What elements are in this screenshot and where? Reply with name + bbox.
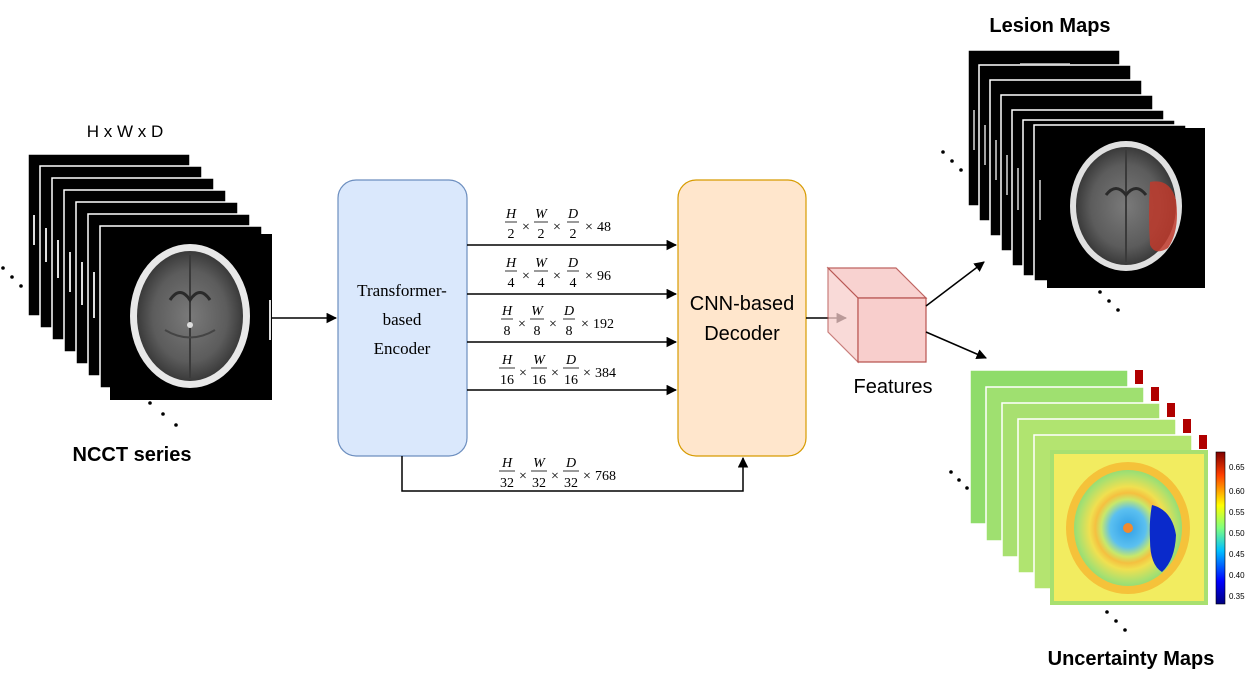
svg-text:48: 48 <box>597 220 611 235</box>
skip-label-5: H 32 × W 32 × D 32 × 768 <box>499 456 616 491</box>
svg-text:W: W <box>531 304 544 319</box>
colorbar-tick: 0.50 <box>1229 529 1245 538</box>
svg-text:W: W <box>533 456 546 471</box>
svg-text:×: × <box>522 269 530 284</box>
svg-text:D: D <box>565 456 576 471</box>
features-cube <box>826 266 928 364</box>
svg-text:192: 192 <box>593 317 614 332</box>
svg-text:8: 8 <box>566 324 573 339</box>
ncct-slice-front <box>110 234 272 400</box>
svg-text:D: D <box>565 353 576 368</box>
svg-text:×: × <box>581 317 589 332</box>
svg-text:16: 16 <box>500 373 514 388</box>
svg-text:W: W <box>533 353 546 368</box>
ncct-series-stack <box>27 153 272 400</box>
features-to-uncertainty-arrow <box>925 331 987 360</box>
skip-label-3: H 8 × W 8 × D 8 × 192 <box>501 304 614 339</box>
svg-text:×: × <box>519 366 527 381</box>
svg-text:×: × <box>522 220 530 235</box>
svg-text:96: 96 <box>597 269 611 284</box>
lesion-ellipsis-bottom <box>1098 290 1120 312</box>
svg-text:2: 2 <box>570 227 577 242</box>
lesion-region <box>1149 181 1177 252</box>
svg-text:8: 8 <box>534 324 541 339</box>
svg-text:4: 4 <box>570 276 577 291</box>
svg-text:H: H <box>501 304 513 319</box>
ncct-series-caption: NCCT series <box>73 444 192 466</box>
svg-text:4: 4 <box>508 276 515 291</box>
lesion-ellipsis-left <box>941 150 963 172</box>
svg-text:×: × <box>519 469 527 484</box>
lesion-slice-edges <box>973 63 1070 220</box>
encoder-label-line2: based <box>383 310 422 329</box>
svg-text:D: D <box>563 304 574 319</box>
decoder-label-line1: CNN-based <box>690 293 794 315</box>
uncertainty-slice-front <box>1050 450 1208 605</box>
ncct-ellipsis-left <box>1 266 23 288</box>
cnn-decoder-block: CNN-based Decoder <box>677 179 807 457</box>
svg-text:D: D <box>567 256 578 271</box>
svg-text:×: × <box>553 220 561 235</box>
svg-text:32: 32 <box>564 476 578 491</box>
uncertainty-maps-title: Uncertainty Maps <box>1048 648 1215 670</box>
svg-text:×: × <box>518 317 526 332</box>
svg-text:H: H <box>505 207 517 222</box>
encoder-label-line1: Transformer- <box>357 281 447 300</box>
bottleneck-arrow <box>401 456 749 492</box>
svg-text:H: H <box>501 456 513 471</box>
colorbar-tick: 0.45 <box>1229 550 1245 559</box>
skip-label-1: H 2 × W 2 × D 2 × 48 <box>505 207 611 242</box>
colorbar-tick: 0.65 <box>1229 463 1245 472</box>
skip-label-2: H 4 × W 4 × D 4 × 96 <box>505 256 611 291</box>
transformer-encoder-block: Transformer- based Encoder <box>337 179 468 457</box>
decoder-label-line2: Decoder <box>704 323 780 345</box>
svg-text:16: 16 <box>564 373 578 388</box>
svg-text:W: W <box>535 256 548 271</box>
uncertainty-ellipsis-bottom <box>1105 610 1127 632</box>
uncertainty-colorbar: 0.65 0.60 0.55 0.50 0.45 0.40 0.35 <box>1215 451 1245 605</box>
input-dims-label: H x W x D <box>87 122 164 141</box>
skip-label-4: H 16 × W 16 × D 16 × 384 <box>499 353 616 388</box>
svg-text:×: × <box>585 220 593 235</box>
slice-edge-highlights <box>33 215 271 340</box>
colorbar-tick: 0.55 <box>1229 508 1245 517</box>
colorbar-tick: 0.35 <box>1229 592 1245 601</box>
svg-text:8: 8 <box>504 324 511 339</box>
svg-text:×: × <box>583 366 591 381</box>
lesion-slice-front <box>1047 128 1205 288</box>
svg-text:H: H <box>501 353 513 368</box>
svg-text:32: 32 <box>500 476 514 491</box>
colorbar-tick: 0.40 <box>1229 571 1245 580</box>
ncct-ellipsis-bottom <box>148 401 178 427</box>
lesion-maps-title: Lesion Maps <box>989 15 1110 37</box>
uncertainty-ellipsis-left <box>949 470 969 490</box>
svg-text:32: 32 <box>532 476 546 491</box>
svg-text:2: 2 <box>538 227 545 242</box>
svg-text:768: 768 <box>595 469 616 484</box>
features-to-lesion-arrow <box>925 261 985 307</box>
svg-text:×: × <box>549 317 557 332</box>
colorbar-tick: 0.60 <box>1229 487 1245 496</box>
svg-text:×: × <box>583 469 591 484</box>
svg-text:D: D <box>567 207 578 222</box>
lesion-maps-stack <box>967 49 1205 288</box>
svg-text:W: W <box>535 207 548 222</box>
svg-text:16: 16 <box>532 373 546 388</box>
svg-text:4: 4 <box>538 276 545 291</box>
svg-text:×: × <box>551 469 559 484</box>
svg-text:×: × <box>551 366 559 381</box>
skip-connections <box>401 239 749 492</box>
features-label: Features <box>854 376 933 398</box>
uncertainty-maps-stack <box>969 369 1208 605</box>
svg-text:×: × <box>553 269 561 284</box>
svg-text:2: 2 <box>508 227 515 242</box>
encoder-label-line3: Encoder <box>374 339 431 358</box>
svg-text:384: 384 <box>595 366 616 381</box>
svg-text:×: × <box>585 269 593 284</box>
svg-text:H: H <box>505 256 517 271</box>
